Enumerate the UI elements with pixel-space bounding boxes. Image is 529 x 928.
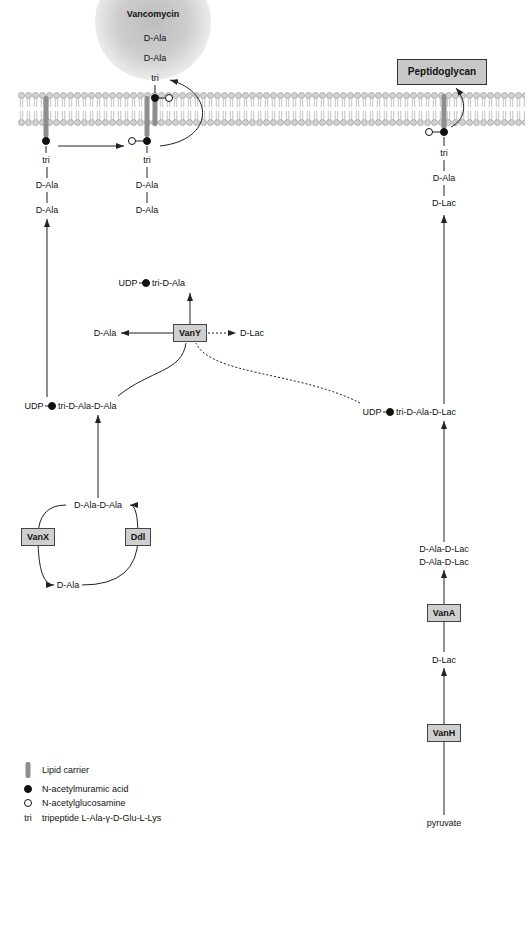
- molecule-label: tri-D-Ala-D-Ala: [58, 400, 117, 412]
- legend-sample: [25, 800, 32, 807]
- murnac-dot: [43, 138, 50, 145]
- murnac-dot: [143, 280, 150, 287]
- molecule-label: pyruvate: [427, 817, 462, 829]
- molecule-label: D-Ala-D-Lac: [419, 556, 469, 568]
- molecule-label: D-Ala-D-Ala: [74, 499, 122, 511]
- node-title: VanH: [433, 727, 456, 739]
- molecule-label: D-Ala: [144, 52, 167, 64]
- legend-text: tripeptide L-Ala-γ-D-Glu-L-Lys: [42, 812, 161, 824]
- molecule-label: D-Lac: [432, 197, 456, 209]
- flow-arrow: [444, 215, 445, 404]
- node-title: Vancomycin: [94, 8, 212, 20]
- node-title: Peptidoglycan: [408, 66, 476, 78]
- enzyme-box: VanX: [21, 528, 55, 546]
- murnac-dot: [144, 138, 151, 145]
- murnac-dot: [441, 129, 448, 136]
- molecule-label: D-Ala: [36, 204, 59, 216]
- cell-wall-box: Peptidoglycan: [397, 59, 487, 85]
- enzyme-box: VanA: [427, 604, 462, 622]
- molecule-label: D-Ala-D-Lac: [419, 543, 469, 555]
- molecule-label: UDP: [362, 406, 381, 418]
- node-title: VanA: [433, 607, 456, 619]
- molecule-label: D-Lac: [240, 327, 264, 339]
- molecule-label: D-Ala: [94, 327, 117, 339]
- molecule-label: UDP: [24, 400, 43, 412]
- flow-arrow: [190, 293, 191, 324]
- molecule-label: D-Ala: [433, 172, 456, 184]
- lipid-carrier: [145, 96, 150, 137]
- lipid-carrier: [44, 96, 49, 138]
- bond-line: [159, 98, 165, 99]
- legend-text: N-acetylglucosamine: [42, 797, 126, 809]
- molecule-label: D-Ala: [36, 179, 59, 191]
- flow-curve: [118, 343, 186, 396]
- lipid-bilayer: [18, 92, 525, 126]
- lipid-carrier: [442, 94, 447, 129]
- molecule-label: D-Ala: [136, 204, 159, 216]
- flow-arrow: [121, 333, 173, 334]
- glcnac-circle: [129, 138, 136, 145]
- molecule-label: tri-D-Ala-D-Lac: [396, 406, 456, 418]
- flow-arrow: [98, 415, 99, 498]
- flow-arrow: [47, 219, 48, 397]
- molecule-label: UDP: [118, 277, 137, 289]
- bond-line: [46, 146, 47, 203]
- bond-line: [136, 141, 148, 203]
- legend-text: N-acetylmuramic acid: [42, 783, 129, 795]
- molecule-label: D-Ala: [136, 179, 159, 191]
- flow-arrow: [58, 146, 124, 147]
- node-title: Ddl: [131, 531, 146, 543]
- molecule-label: D-Ala: [57, 579, 80, 591]
- legend-sample: [26, 762, 31, 778]
- dotted-arrow: [208, 333, 236, 334]
- bond-line: [433, 132, 445, 196]
- glcnac-circle: [426, 129, 433, 136]
- murnac-dot: [49, 403, 56, 410]
- molecule-label: tri: [440, 147, 448, 159]
- lipid-carriers: [44, 94, 447, 138]
- flow-arrow: [160, 80, 203, 146]
- dotted-curve: [196, 343, 360, 403]
- murnac-dot: [387, 409, 394, 416]
- bond-line: [45, 283, 387, 412]
- node-title: VanX: [27, 531, 49, 543]
- enzyme-box: Ddl: [125, 528, 152, 546]
- stack-bonds: [45, 45, 444, 412]
- molecule-label: D-Ala: [144, 32, 167, 44]
- flow-arrow: [444, 421, 445, 542]
- molecule-label: tri: [151, 72, 159, 84]
- sugars: [43, 95, 448, 416]
- legend-sample: [25, 786, 32, 793]
- flow-arrow: [451, 88, 464, 127]
- glcnac-circle: [166, 95, 173, 102]
- node-title: VanY: [179, 327, 201, 339]
- murnac-dot: [152, 95, 159, 102]
- circle-shape: [95, 0, 211, 80]
- enzyme-box: VanH: [427, 724, 462, 742]
- legend-text: Lipid carrier: [42, 764, 89, 776]
- molecule-label: tri: [42, 154, 50, 166]
- molecule-label: tri-D-Ala: [152, 277, 185, 289]
- enzyme-box: VanY: [173, 324, 207, 342]
- lipid-carrier: [153, 100, 158, 126]
- molecule-label: tri: [143, 154, 151, 166]
- molecule-label: tri: [24, 812, 32, 824]
- legend-samples: [25, 762, 32, 807]
- pathway-arrows: [38, 80, 464, 815]
- molecule-label: D-Lac: [432, 654, 456, 666]
